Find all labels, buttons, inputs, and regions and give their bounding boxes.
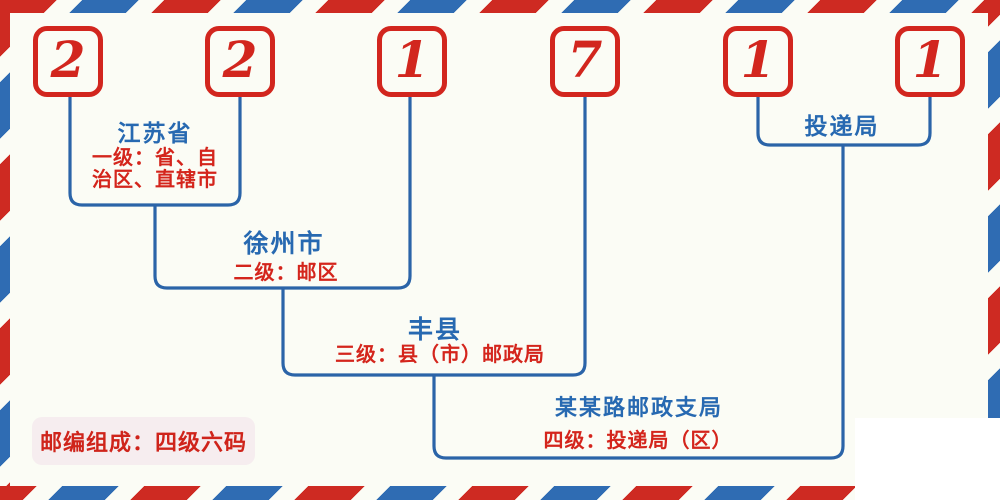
postal-composition-badge: 邮编组成：四级六码 [32,417,255,465]
level1-desc-line1: 一级：省、自 [92,145,218,169]
level1-place-label: 江苏省 [117,120,193,147]
level3-desc-label: 三级：县（市）邮政局 [335,342,545,366]
airmail-border-right [988,0,1000,500]
postal-digit-5: 1 [740,29,776,89]
postal-digit-box-6: 1 [895,26,965,97]
postal-digit-box-5: 1 [723,26,793,97]
level4-place-label: 某某路邮政支局 [554,395,724,421]
airmail-border-top [0,0,1000,13]
bottom-right-white-patch [855,418,1000,500]
level2-place-label: 徐州市 [243,229,325,258]
level2-desc-label: 二级：邮区 [233,260,339,284]
postal-digit-2: 2 [222,29,258,89]
postal-digit-4: 7 [567,29,603,89]
postal-digit-box-1: 2 [33,26,103,97]
airmail-border-bottom [0,486,1000,500]
delivery-office-label: 投递局 [804,113,880,140]
postal-digit-box-4: 7 [550,26,620,97]
airmail-border-left [0,0,10,500]
level3-place-label: 丰县 [407,315,463,344]
level1-desc-label: 一级：省、自 治区、直辖市 [92,146,218,190]
level1-desc-line2: 治区、直辖市 [92,167,218,191]
postal-digit-1: 2 [50,29,86,89]
postal-digit-3: 1 [394,29,430,89]
postal-digit-box-2: 2 [205,26,275,97]
postal-digit-6: 1 [912,29,948,89]
postal-digit-box-3: 1 [377,26,447,97]
level4-desc-label: 四级：投递局（区） [543,428,733,452]
postal-composition-text: 邮编组成：四级六码 [39,430,247,456]
